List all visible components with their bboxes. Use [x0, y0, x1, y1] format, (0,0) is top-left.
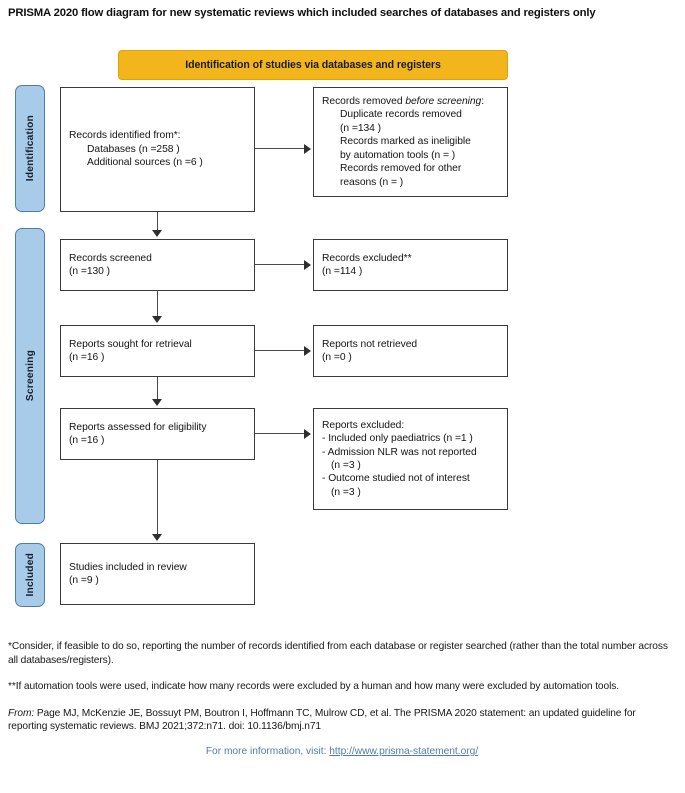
box-records-removed-ineligible: Records marked as ineligible — [340, 136, 471, 148]
box-reports-sought-title: Reports sought for retrieval — [69, 338, 192, 350]
footnote-citation: From: Page MJ, McKenzie JE, Bossuyt PM, … — [8, 707, 676, 734]
stage-tab-identification: Identification — [15, 85, 45, 212]
box-reports-excluded-reason-2: - Admission NLR was not reported — [322, 446, 477, 458]
band-header-identification: Identification of studies via databases … — [118, 50, 508, 80]
box-records-removed-duplicate: Duplicate records removed — [340, 109, 462, 121]
connector-sought-to-assessed — [157, 377, 159, 401]
box-reports-not-retrieved: Reports not retrieved (n =0 ) — [313, 325, 508, 377]
box-reports-assessed: Reports assessed for eligibility (n =16 … — [60, 408, 255, 460]
prisma-flow-diagram: Identification of studies via databases … — [15, 50, 508, 607]
footnote-citation-text: Page MJ, McKenzie JE, Bossuyt PM, Boutro… — [8, 707, 636, 733]
connector-identified-to-screened — [157, 212, 159, 232]
box-records-identified-databases: Databases (n =258 ) — [87, 143, 180, 155]
connector-screened-to-sought — [157, 291, 159, 318]
box-records-screened: Records screened (n =130 ) — [60, 239, 255, 291]
box-reports-excluded-reason-3: - Outcome studied not of interest — [322, 473, 470, 485]
box-records-identified-title: Records identified from*: — [69, 130, 181, 142]
box-records-identified-additional: Additional sources (n =6 ) — [87, 157, 203, 169]
footnote-citation-label: From: — [8, 707, 35, 719]
arrow-down-icon-screened — [152, 230, 162, 237]
box-reports-assessed-title: Reports assessed for eligibility — [69, 421, 207, 433]
page-title: PRISMA 2020 flow diagram for new systema… — [8, 7, 596, 19]
prisma-statement-link[interactable]: http://www.prisma-statement.org/ — [329, 745, 479, 757]
arrow-right-icon-records-excluded — [304, 260, 311, 270]
box-reports-not-retrieved-title: Reports not retrieved — [322, 338, 418, 350]
box-records-removed-other: Records removed for other — [340, 163, 462, 175]
box-reports-excluded-reason-2-count: (n =3 ) — [331, 460, 361, 471]
box-studies-included-count: (n =9 ) — [69, 575, 99, 586]
box-records-excluded-title: Records excluded** — [322, 252, 412, 264]
box-records-identified: Records identified from*: Databases (n =… — [60, 87, 255, 212]
box-records-removed-title-b: before screening — [405, 96, 482, 108]
box-records-removed-title-a: Records removed — [322, 96, 406, 108]
box-records-removed-before-screening: Records removed before screening: Duplic… — [313, 87, 508, 197]
box-reports-assessed-count: (n =16 ) — [69, 435, 105, 446]
connector-assessed-to-included — [157, 460, 159, 536]
footnotes: *Consider, if feasible to do so, reporti… — [8, 640, 676, 757]
box-reports-excluded: Reports excluded: - Included only paedia… — [313, 408, 508, 510]
arrow-right-icon-removed — [304, 144, 311, 154]
box-records-screened-count: (n =130 ) — [69, 266, 111, 277]
connector-sought-to-not-retrieved — [255, 350, 305, 352]
footnote-link-line: For more information, visit: http://www.… — [8, 746, 676, 757]
stage-tab-screening-label: Screening — [24, 350, 36, 402]
footnote-link-prefix: For more information, visit: — [205, 745, 330, 757]
box-records-removed-automation: by automation tools (n = ) — [340, 149, 456, 161]
footnote-double-asterisk: **If automation tools were used, indicat… — [8, 681, 619, 693]
box-records-screened-title: Records screened — [69, 252, 152, 264]
stage-tab-included-label: Included — [24, 553, 36, 597]
box-records-removed-other-count: reasons (n = ) — [340, 176, 404, 188]
band-header-label: Identification of studies via databases … — [185, 59, 441, 71]
box-records-excluded: Records excluded** (n =114 ) — [313, 239, 508, 291]
connector-assessed-to-reports-excluded — [255, 433, 305, 435]
box-reports-excluded-reason-1: - Included only paediatrics (n =1 ) — [322, 433, 473, 445]
arrow-right-icon-not-retrieved — [304, 346, 311, 356]
box-reports-sought-count: (n =16 ) — [69, 352, 105, 363]
footnote-asterisk: *Consider, if feasible to do so, reporti… — [8, 641, 668, 666]
box-reports-excluded-title: Reports excluded: — [322, 419, 405, 431]
box-reports-excluded-reason-3-count: (n =3 ) — [331, 486, 361, 498]
box-reports-sought: Reports sought for retrieval (n =16 ) — [60, 325, 255, 377]
arrow-down-icon-assessed — [152, 399, 162, 406]
arrow-down-icon-sought — [152, 316, 162, 323]
arrow-down-icon-included — [152, 534, 162, 541]
stage-tab-screening: Screening — [15, 228, 45, 524]
box-records-excluded-count: (n =114 ) — [322, 266, 363, 277]
stage-tab-included: Included — [15, 543, 45, 607]
stage-tab-identification-label: Identification — [24, 115, 36, 182]
connector-identified-to-removed — [255, 148, 305, 150]
box-studies-included-title: Studies included in review — [69, 561, 187, 573]
box-studies-included: Studies included in review (n =9 ) — [60, 543, 255, 605]
box-reports-not-retrieved-count: (n =0 ) — [322, 352, 352, 363]
box-records-removed-duplicate-count: (n =134 ) — [340, 122, 382, 134]
box-records-removed-title-c: : — [481, 96, 485, 108]
arrow-right-icon-reports-excluded — [304, 429, 311, 439]
connector-screened-to-records-excluded — [255, 264, 305, 266]
